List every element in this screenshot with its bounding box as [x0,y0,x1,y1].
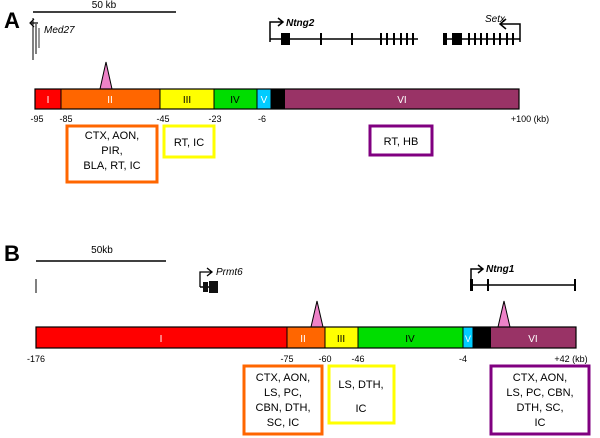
panel-a-tick-3: -45 [156,114,169,124]
panel-a-tick-2: -85 [59,114,72,124]
panel-b-tick-1: -176 [27,354,45,364]
panel-a-tick-6: +100 (kb) [511,114,549,124]
panel-a-box-2-line-1: RT, IC [174,137,204,149]
setx-direction-arrow [498,18,521,42]
panel-b-region-5-label: V [465,334,471,344]
panel-a-box-1-line-2: PIR, [101,145,122,157]
panel-b-region-5 [463,327,473,348]
panel-b-box-region-6 [489,364,591,436]
panel-b-peak-marker-2 [497,300,511,328]
med27-direction-arrow [29,18,38,28]
panel-b-region-4 [358,327,463,348]
panel-b-tick-6: +42 (kb) [554,354,587,364]
panel-b-region-black [473,327,491,348]
panel-b-box-3-line-4: IC [535,417,546,429]
panel-a-label: A [4,8,20,33]
panel-a-region-3-label: III [183,95,191,106]
panel-b-box-1-line-1: CTX, AON, [256,372,310,384]
panel-b-box-3-line-3: DTH, SC, [516,402,563,414]
panel-a-region-2 [61,89,160,109]
panel-b-region-1-label: I [160,334,163,345]
panel-a-box-3-line-1: RT, HB [384,136,419,148]
med27-label: Med27 [44,25,75,36]
panel-b-box-region-3 [327,364,396,425]
panel-b-tick-5: -4 [459,354,467,364]
panel-a-region-4-label: IV [230,95,240,106]
panel-b-box-1-line-3: CBN, DTH, [256,402,311,414]
panel-b-region-2 [287,327,325,348]
panel-b-region-1 [36,327,287,348]
panel-b-tick-2: -75 [280,354,293,364]
panel-a-region-1 [35,89,61,109]
panel-b-region-3-label: III [337,334,345,345]
ntng1-gene [470,264,576,291]
panel-b-box-2-line-1: LS, DTH, [338,379,383,391]
ntng1-label: Ntng1 [486,264,515,275]
panel-b-box-1-line-4: SC, IC [267,417,299,429]
panel-a-box-1-line-3: BLA, RT, IC [83,160,140,172]
setx-gene [443,18,521,45]
panel-a-tick-4: -23 [208,114,221,124]
panel-b-label: B [4,241,20,266]
panel-b-region-2-label: II [300,334,306,345]
panel-a-region-5 [257,89,271,109]
panel-a-region-3 [160,89,214,109]
panel-a-region-1-label: I [47,95,50,106]
panel-a-region-6-label: VI [397,95,406,106]
panel-b-region-6 [491,327,576,348]
panel-b-tick-4: -46 [351,354,364,364]
ntng2-gene [269,17,418,45]
panel-a-peak-marker [99,61,113,90]
panel-a-tick-5: -6 [258,114,266,124]
panel-b-box-2-line-2: IC [356,403,367,415]
panel-a-region-black [271,89,285,109]
panel-a-box-region-2 [65,124,159,184]
panel-b-region-4-label: IV [405,334,415,345]
ntng2-label: Ntng2 [286,18,315,29]
panel-b-box-3-line-2: LS, PC, CBN, [506,387,573,399]
setx-label: Setx [485,14,506,25]
panel-b-region-bar [35,326,577,349]
panel-a-box-region-6 [368,124,434,157]
panel-b-region-6-label: VI [528,334,537,345]
panel-b-box-1-line-2: LS, PC, [264,387,302,399]
prmt6-gene [199,267,218,293]
panel-b-scale-label: 50kb [91,245,113,256]
panel-a-region-6 [285,89,519,109]
panel-b-peak-marker-1 [310,300,324,328]
ntng2-tss-arrow [269,17,285,42]
panel-b-region-3 [325,327,358,348]
panel-a-region-2-label: II [107,95,113,106]
prmt6-tss-arrow [199,267,214,287]
panel-a-box-region-3 [162,124,216,159]
panel-a-tick-1: -95 [30,114,43,124]
med27-gene [29,18,40,60]
panel-a-region-4 [214,89,257,109]
panel-a-region-bar [34,88,520,110]
prmt6-label: Prmt6 [216,267,243,278]
panel-b-tick-3: -60 [318,354,331,364]
panel-a-scale-label: 50 kb [92,0,117,11]
panel-b-box-3-line-1: CTX, AON, [513,372,567,384]
panel-a-box-1-line-1: CTX, AON, [85,130,139,142]
panel-a-region-5-label: V [261,95,268,106]
panel-b-box-region-2 [242,364,324,436]
